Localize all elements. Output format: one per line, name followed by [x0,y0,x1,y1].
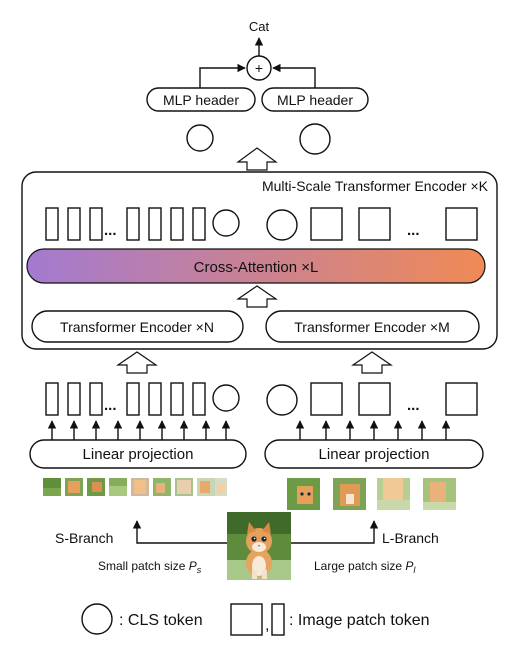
large-patch-size-text: Large patch size [314,559,405,573]
small-patch-image [153,478,171,496]
small-patch-image [43,478,61,496]
legend: : CLS token , : Image patch token [81,603,430,636]
encoder-token-row: ... ... [45,207,478,241]
ellipsis: ... [104,222,117,239]
small-patch-image [131,478,149,496]
legend-large-patch-swatch [230,603,263,636]
small-patch-token [67,382,81,416]
ellipsis: ... [407,397,420,414]
small-patch-token [170,207,184,241]
large-patch-size-symbol: P [405,559,413,573]
combine-symbol: + [255,60,263,76]
small-patch-token [148,382,162,416]
large-patch-token [445,382,478,416]
small-patch-image [197,478,215,496]
cross-attention-bar: Cross-Attention ×L [26,248,486,284]
small-patch-token [126,382,140,416]
right-head-connector [272,63,316,88]
large-patch-size-caption: Large patch size Pl [314,559,416,575]
large-patch-token [358,382,391,416]
cls-token-small [212,209,240,237]
small-patch-token [126,207,140,241]
small-patch-token [45,207,59,241]
mlp-header-right-label: MLP header [277,92,353,108]
s-branch-label: S-Branch [55,530,113,546]
l-branch-connector [291,520,379,544]
transformer-encoder-small: Transformer Encoder ×N [31,310,244,343]
cls-token-large [266,209,298,241]
small-patch-image [109,478,127,496]
legend-small-patch-swatch [271,603,285,636]
left-head-connector [199,63,246,88]
legend-cls-swatch [81,603,113,635]
linear-projection-large: Linear projection [264,439,484,469]
small-patch-token [192,382,206,416]
large-patch-image [377,478,410,510]
small-branch-input-arrow [116,351,158,374]
small-patch-token [148,207,162,241]
mlp-header-right: MLP header [261,87,369,112]
cls-token-small [212,384,240,412]
l-branch-label: L-Branch [382,530,439,546]
large-patch-image [287,478,320,510]
small-patch-token [89,382,103,416]
large-patch-image [333,478,366,510]
small-patch-image [175,478,193,496]
large-patch-token [310,382,343,416]
large-branch-input-arrow [351,351,393,374]
transformer-encoder-large: Transformer Encoder ×M [265,310,480,343]
ellipsis: ... [407,222,420,239]
input-cat-image [227,512,291,580]
cross-attention-label: Cross-Attention ×L [194,259,319,276]
cls-token-head-right [299,123,331,155]
mlp-header-left: MLP header [146,87,256,112]
large-patch-size-subscript: l [413,565,416,575]
small-patch-size-symbol: P [189,559,197,573]
small-patch-token [192,207,206,241]
cls-token-large [266,384,298,416]
large-patch-images [287,478,456,510]
small-patch-image [65,478,83,496]
legend-patch-label: : Image patch token [289,612,430,629]
small-patch-token [89,207,103,241]
linear-projection-large-label: Linear projection [319,446,430,463]
transformer-encoder-large-label: Transformer Encoder ×M [294,319,449,335]
small-patch-image [87,478,105,496]
small-patch-images [43,478,227,496]
small-projection-arrows [47,420,231,440]
small-patch-token [170,382,184,416]
small-patch-token [45,382,59,416]
large-patch-image [423,478,456,510]
small-patch-size-caption: Small patch size Ps [98,559,202,575]
cross-attention-input-arrow [236,285,278,308]
small-patch-image [215,478,227,496]
large-patch-token [358,207,391,241]
linear-projection-small-label: Linear projection [83,446,194,463]
transformer-encoder-small-label: Transformer Encoder ×N [60,319,214,335]
combine-node: + [246,55,272,81]
linear-projection-small: Linear projection [29,439,247,469]
s-branch-connector [132,520,227,544]
large-patch-token [310,207,343,241]
encoder-title: Multi-Scale Transformer Encoder ×K [262,178,489,194]
encoder-output-arrow [236,147,278,171]
legend-separator: , [265,617,269,634]
small-patch-token [67,207,81,241]
small-patch-size-subscript: s [197,565,202,575]
small-patch-size-text: Small patch size [98,559,189,573]
large-projection-arrows [295,420,451,440]
ellipsis: ... [104,397,117,414]
legend-cls-label: : CLS token [119,612,203,629]
projected-token-row: ... ... [45,382,478,416]
output-label: Cat [249,19,270,34]
mlp-header-left-label: MLP header [163,92,239,108]
cls-token-head-left [186,124,214,152]
large-patch-token [445,207,478,241]
